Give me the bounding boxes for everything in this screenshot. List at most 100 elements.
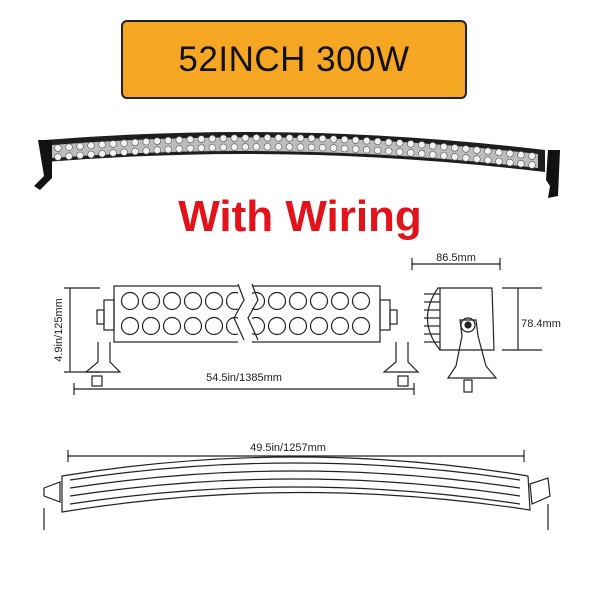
led-icon — [285, 134, 294, 142]
led-icon — [517, 151, 525, 159]
led-icon — [362, 146, 371, 154]
led-icon — [528, 152, 536, 160]
led-icon — [462, 145, 470, 153]
led-icon — [484, 147, 492, 155]
lens-icon — [204, 316, 224, 336]
led-icon — [274, 134, 283, 142]
led-icon — [175, 145, 183, 153]
led-icon — [285, 143, 294, 151]
led-icon — [131, 147, 139, 156]
led-icon — [164, 136, 172, 145]
lens-icon — [162, 291, 182, 311]
led-icon — [418, 150, 426, 158]
led-icon — [440, 143, 448, 151]
led-icon — [429, 142, 437, 150]
led-icon — [54, 153, 62, 161]
led-icon — [87, 141, 95, 150]
light-bar-side-view — [411, 258, 542, 393]
led-icon — [252, 134, 261, 142]
led-icon — [318, 134, 327, 143]
lens-icon — [351, 316, 371, 336]
led-icon — [120, 139, 128, 147]
led-icon — [440, 152, 448, 160]
led-icon — [396, 148, 404, 156]
led-icon — [241, 134, 250, 142]
led-icon — [98, 150, 106, 158]
led-icon — [98, 141, 106, 149]
front-length-label: 54.5in/1385mm — [206, 372, 282, 384]
led-icon — [120, 148, 128, 156]
led-icon — [473, 146, 481, 154]
lens-icon — [309, 291, 329, 311]
led-icon — [429, 151, 437, 159]
led-icon — [362, 137, 371, 145]
led-icon — [252, 143, 261, 151]
led-icon — [418, 141, 426, 149]
led-icon — [373, 146, 382, 155]
lens-icon — [204, 291, 224, 311]
led-icon — [484, 156, 492, 164]
led-icon — [296, 143, 305, 151]
led-icon — [109, 140, 117, 148]
led-icon — [451, 153, 459, 161]
led-icon — [65, 152, 73, 160]
led-icon — [329, 135, 338, 143]
lens-icon — [288, 291, 308, 311]
led-icon — [340, 144, 349, 153]
lens-icon — [183, 291, 203, 311]
led-icon — [164, 145, 172, 154]
led-icon — [76, 151, 84, 160]
lens-icon — [288, 316, 308, 336]
led-icon — [263, 143, 272, 151]
lens-icon — [141, 316, 161, 336]
lens-icon — [330, 316, 350, 336]
led-icon — [384, 138, 393, 146]
led-icon — [230, 134, 239, 142]
led-icon — [186, 135, 194, 144]
light-bar-top-view — [43, 450, 551, 530]
curved-length-label: 49.5in/1257mm — [250, 442, 326, 454]
lens-icon — [162, 316, 182, 336]
lens-icon — [120, 291, 140, 311]
subtitle: With Wiring — [178, 192, 422, 241]
lens-icon — [183, 316, 203, 336]
led-icon — [318, 143, 327, 152]
title-banner: 52INCH 300W — [121, 20, 467, 99]
led-icon — [506, 149, 514, 158]
led-icon — [65, 143, 73, 151]
led-icon — [517, 160, 525, 168]
led-icon — [373, 137, 382, 146]
led-icon — [307, 134, 316, 143]
lens-icon — [309, 316, 329, 336]
lens-icon — [351, 291, 371, 311]
led-icon — [54, 144, 62, 152]
led-icon — [274, 143, 283, 151]
led-icon — [384, 147, 393, 155]
led-icon — [197, 135, 206, 143]
led-icon — [329, 144, 338, 152]
led-icon — [219, 143, 228, 152]
lens-icon — [330, 291, 350, 311]
light-bar-photo — [34, 132, 560, 198]
led-icon — [407, 149, 415, 157]
led-icon — [208, 134, 217, 143]
lens-icon — [120, 316, 140, 336]
led-icon — [351, 136, 360, 144]
side-width-label: 86.5mm — [436, 252, 476, 264]
led-icon — [230, 143, 239, 151]
led-icon — [351, 145, 360, 153]
led-icon — [396, 139, 404, 147]
led-icon — [219, 134, 228, 143]
led-icon — [109, 149, 117, 157]
lens-icon — [267, 316, 287, 336]
side-height-label: 78.4mm — [521, 318, 561, 330]
led-icon — [495, 157, 503, 166]
led-icon — [340, 135, 349, 144]
led-icon — [296, 134, 305, 142]
light-bar-front-view — [64, 285, 420, 395]
led-icon — [495, 148, 503, 157]
led-icon — [87, 150, 95, 159]
led-icon — [263, 134, 272, 142]
led-icon — [407, 140, 415, 148]
